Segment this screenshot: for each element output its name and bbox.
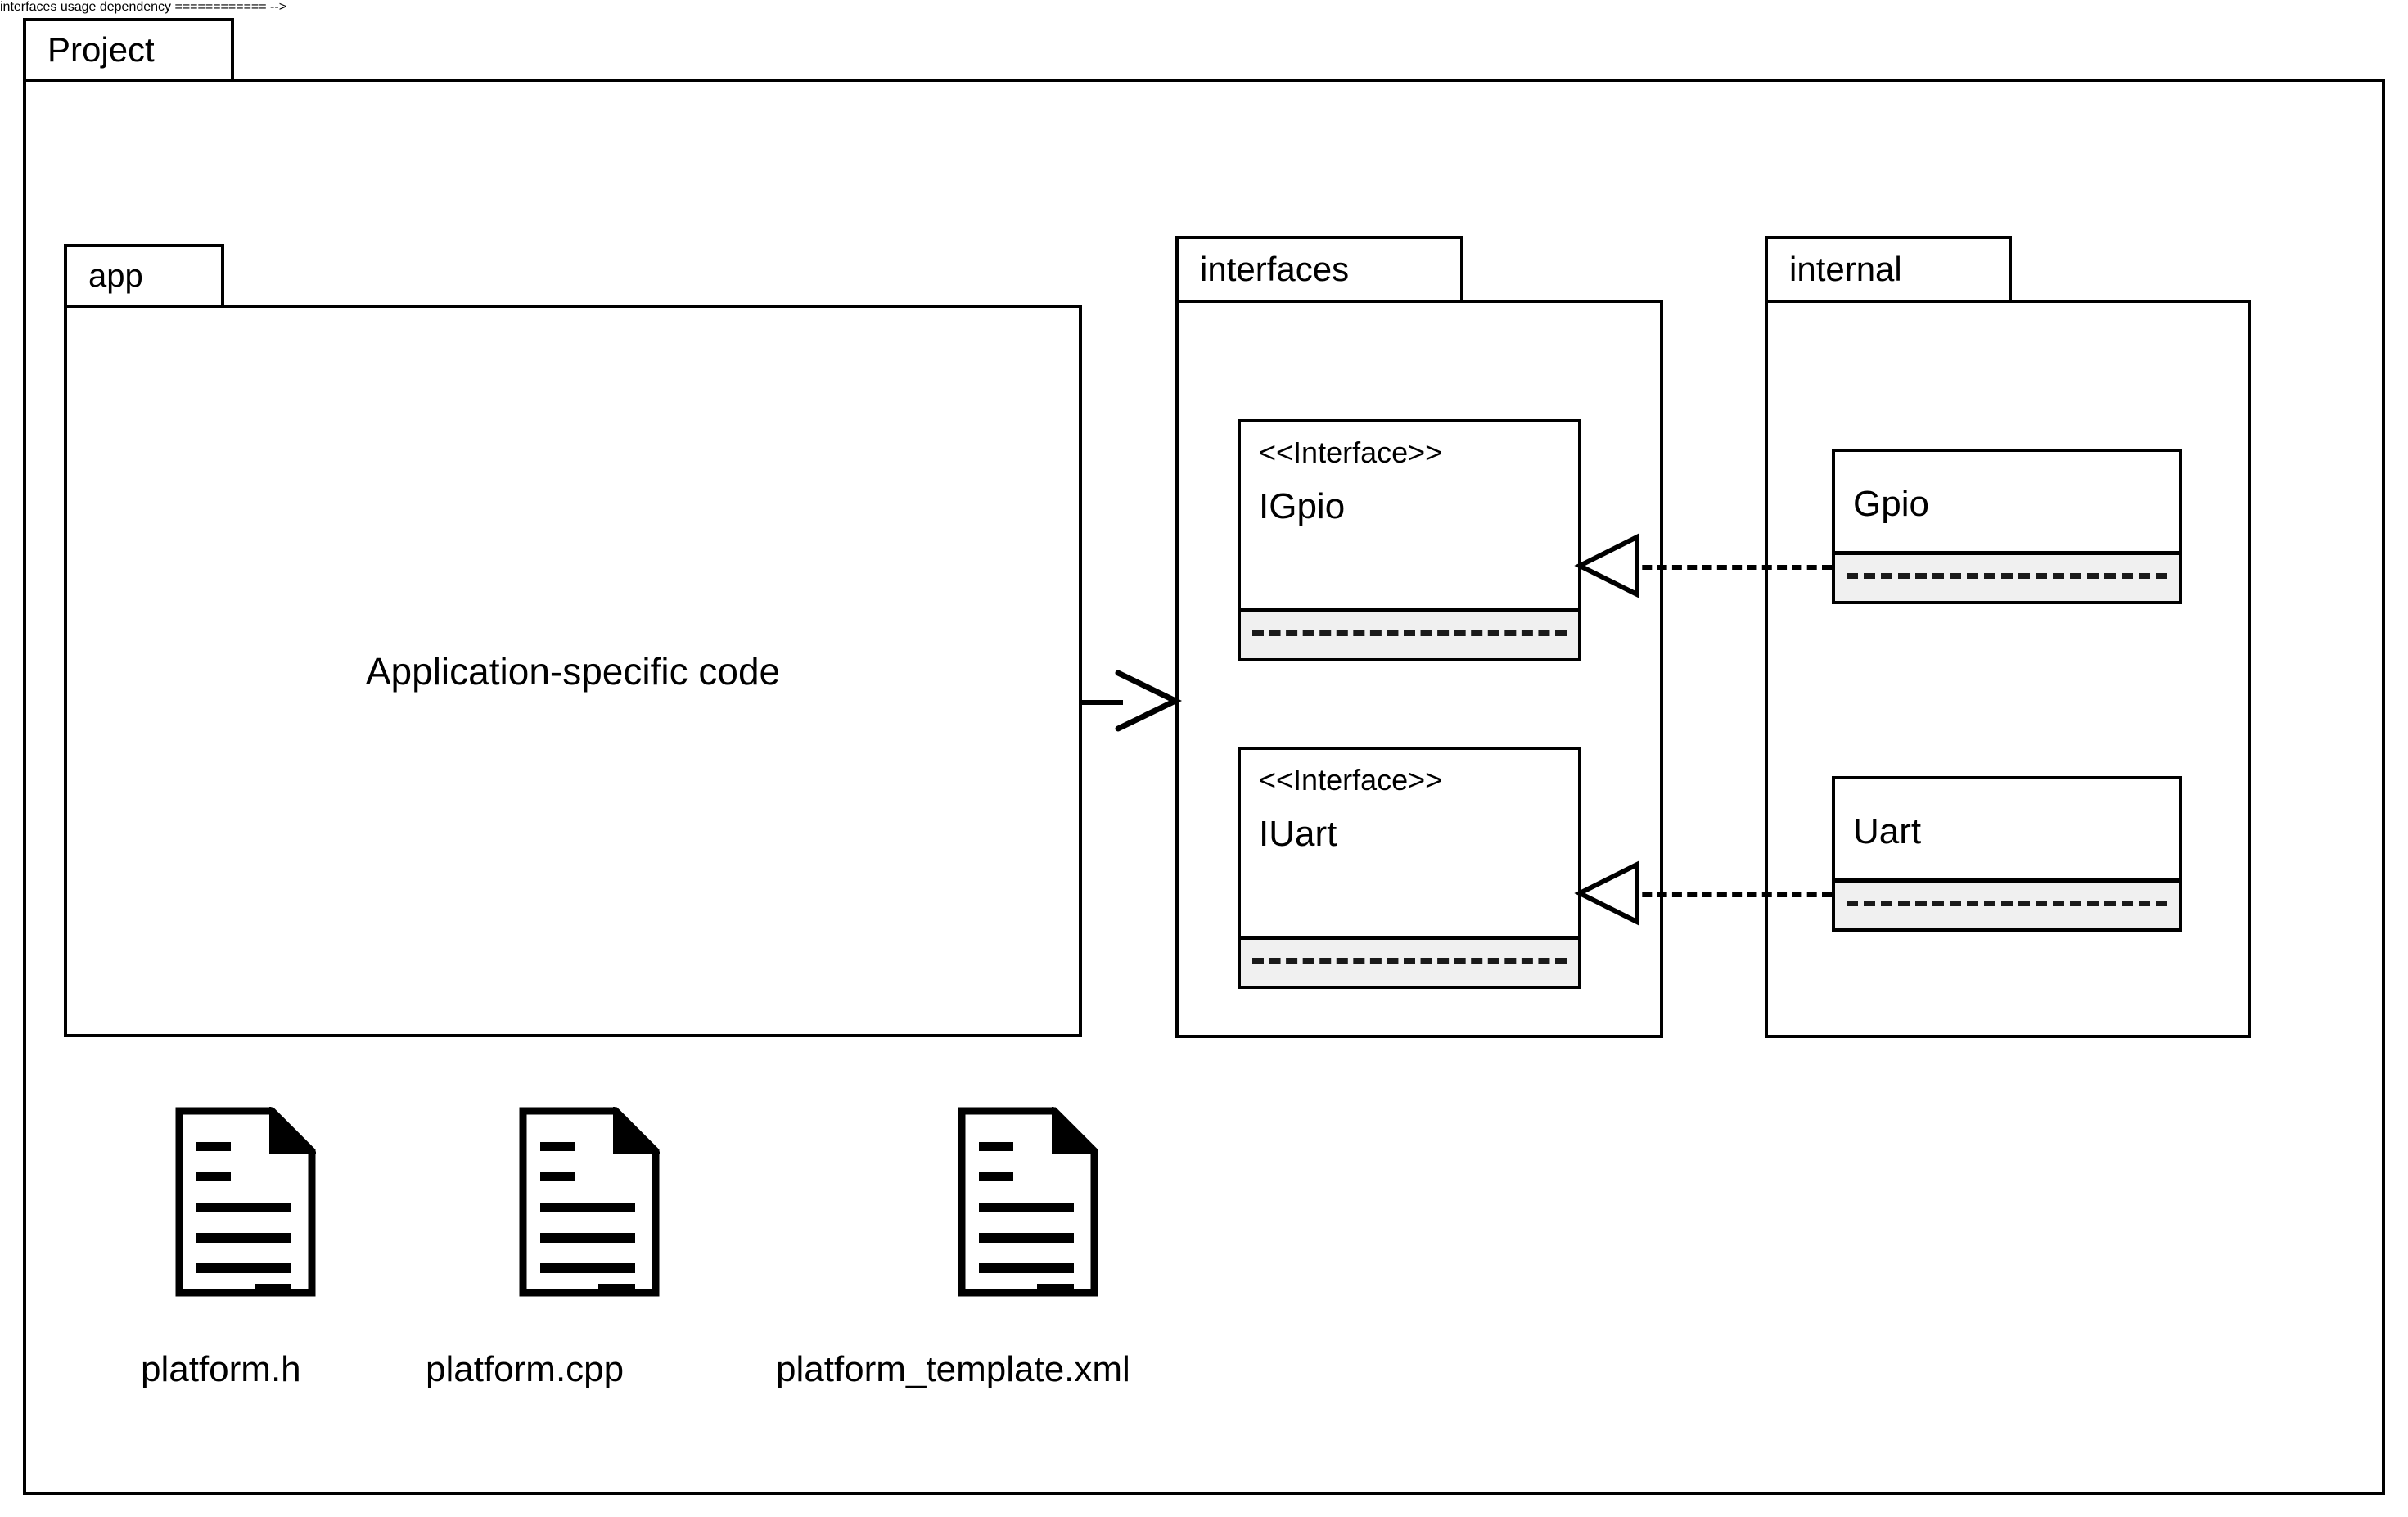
realization-line-uart-iuart [1627,892,1832,897]
members-compartment [1241,608,1578,658]
open-arrowhead-icon [1115,670,1183,732]
hollow-triangle-arrowhead-icon [1574,860,1639,926]
stereotype-label: <<Interface>> [1259,763,1443,797]
package-label-app: app [88,258,143,294]
artifact-label-platform-h: platform.h [141,1349,301,1389]
interface-box-igpio[interactable]: <<Interface>> IGpio [1238,419,1581,661]
classifier-name: Gpio [1853,484,1929,524]
stereotype-label: <<Interface>> [1259,436,1443,469]
artifact-label-platform-cpp: platform.cpp [426,1349,625,1389]
members-dashed-rule [1252,630,1567,636]
members-dashed-rule [1847,901,2167,906]
class-uart-header: Uart [1835,779,2179,878]
document-icon[interactable] [175,1107,316,1297]
interface-box-iuart[interactable]: <<Interface>> IUart [1238,747,1581,989]
package-label-project: Project [47,30,155,69]
members-compartment [1835,551,2179,601]
package-label-interfaces: interfaces [1200,250,1350,288]
classifier-name: IGpio [1259,486,1346,526]
interface-igpio-header: <<Interface>> IGpio [1241,422,1578,608]
package-label-internal: internal [1789,250,1902,288]
class-box-uart[interactable]: Uart [1832,776,2182,932]
hollow-triangle-arrowhead-icon [1574,533,1639,598]
package-tab-internal[interactable]: internal [1765,236,2012,303]
classifier-name: IUart [1259,814,1337,854]
package-tab-app[interactable]: app [64,244,224,308]
members-compartment [1835,878,2179,928]
document-icon[interactable] [958,1107,1098,1297]
members-dashed-rule [1847,573,2167,579]
class-gpio-header: Gpio [1835,452,2179,551]
document-icon[interactable] [519,1107,660,1297]
app-content-label: Application-specific code [365,649,781,693]
realization-line-gpio-igpio [1627,565,1832,570]
interface-iuart-header: <<Interface>> IUart [1241,750,1578,936]
members-dashed-rule [1252,958,1567,964]
artifact-label-platform-template-xml: platform_template.xml [776,1349,1130,1389]
members-compartment [1241,936,1578,986]
package-tab-interfaces[interactable]: interfaces [1175,236,1463,303]
dependency-line-app-interfaces [1080,700,1123,705]
package-body-app [64,305,1082,1037]
classifier-name: Uart [1853,811,1922,851]
package-tab-project[interactable]: Project [23,18,234,82]
class-box-gpio[interactable]: Gpio [1832,449,2182,604]
